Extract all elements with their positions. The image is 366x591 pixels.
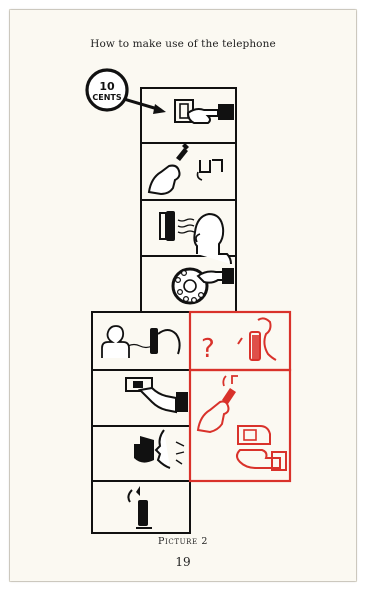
hand-insert-coin-icon bbox=[175, 100, 234, 123]
page-number: 19 bbox=[0, 555, 366, 569]
question-icon: ? bbox=[201, 318, 276, 364]
coin-label: CENTS bbox=[92, 93, 121, 102]
figure-caption: Picture 2 bbox=[0, 536, 366, 547]
hand-receiver-red-icon bbox=[198, 376, 238, 432]
coin-icon: 10 CENTS bbox=[87, 70, 127, 110]
coin-value: 10 bbox=[99, 80, 115, 93]
question-mark: ? bbox=[201, 334, 215, 364]
person-listen-icon bbox=[102, 326, 180, 358]
dial-icon bbox=[173, 268, 234, 303]
speak-icon bbox=[134, 430, 184, 468]
hand-lift-receiver-icon bbox=[149, 143, 222, 194]
hang-up-icon bbox=[128, 486, 152, 528]
hand-press-button-icon bbox=[126, 378, 188, 412]
arrow-icon bbox=[124, 99, 166, 114]
hand-retrieve-coin-icon bbox=[237, 426, 286, 470]
